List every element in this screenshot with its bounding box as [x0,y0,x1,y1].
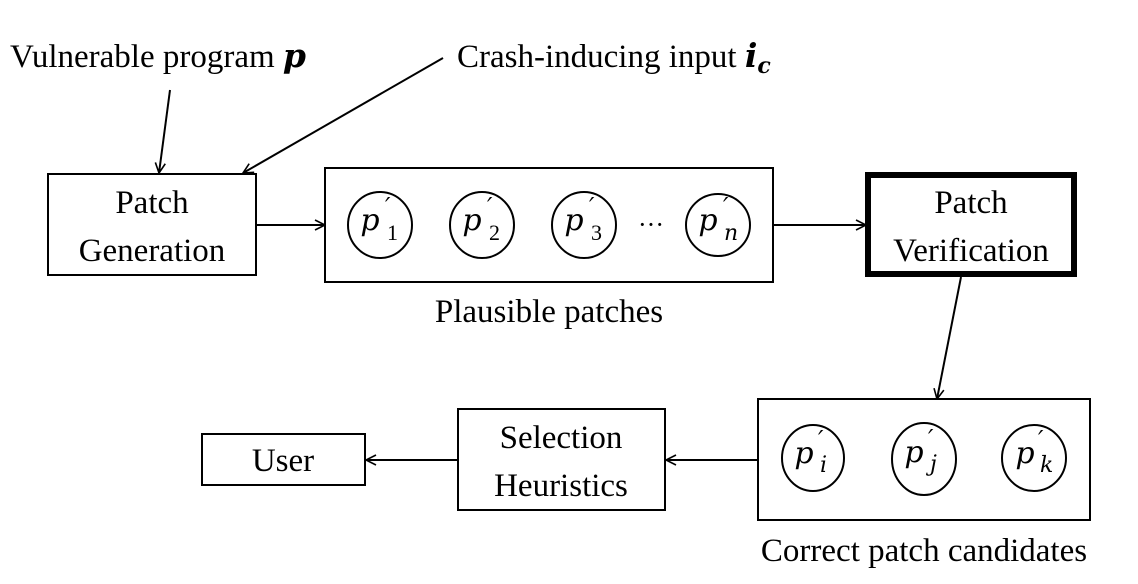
patch-generation-line1: Patch [115,185,189,221]
svg-text:p: p [564,203,583,238]
user-label: User [252,443,314,479]
selection-heuristics-line1: Selection [500,420,623,456]
patch-verification-node: Patch Verification [865,172,1077,277]
svg-text:1: 1 [387,220,398,245]
arrow-program-to-generation [159,89,171,173]
plausible-patch: p ′ 3 [551,191,617,259]
arrow-verification-to-correct [937,276,962,399]
svg-text:i: i [820,453,827,478]
selection-heuristics-node: Selection Heuristics [457,408,666,511]
patch-verification-line2: Verification [893,233,1049,269]
user-node: User [201,433,366,486]
plausible-patches-caption: Plausible patches [435,294,663,330]
correct-patch: p ′ j [891,422,957,496]
patch-generation-line2: Generation [79,233,226,269]
svg-text:p: p [462,203,481,238]
svg-text:p: p [1015,436,1034,471]
plausible-patches-group: p ′ 1 p ′ 2 p ′ 3 ··· p ′ n [324,167,774,283]
plausible-patch: p ′ n [685,193,751,257]
svg-text:′: ′ [1038,426,1044,454]
crash-input-label: Crash-inducing input ic [457,36,771,79]
svg-text:p: p [698,203,717,238]
svg-text:2: 2 [489,220,500,245]
correct-candidates-caption: Correct patch candidates [761,533,1087,569]
correct-patch: p ′ k [1001,424,1067,492]
svg-text:′: ′ [723,193,729,221]
svg-text:p: p [794,436,813,471]
svg-text:′: ′ [385,193,391,221]
svg-text:n: n [724,221,738,246]
svg-text:′: ′ [589,193,595,221]
svg-text:k: k [1040,453,1053,478]
vulnerable-program-label: Vulnerable program p [10,36,306,75]
svg-text:′: ′ [818,426,824,454]
correct-patch: p ′ i [781,424,845,492]
svg-text:′: ′ [928,425,934,453]
svg-text:p: p [904,435,923,470]
ellipsis: ··· [638,210,664,239]
arrow-input-to-generation [243,57,444,173]
svg-text:p: p [360,203,379,238]
selection-heuristics-line2: Heuristics [494,468,628,504]
patch-generation-node: Patch Generation [47,173,257,276]
plausible-patch: p ′ 2 [449,191,515,259]
patch-verification-line1: Patch [934,185,1008,221]
svg-text:′: ′ [487,193,493,221]
plausible-patch: p ′ 1 [347,191,413,259]
svg-text:3: 3 [591,220,602,245]
correct-candidates-group: p ′ i p ′ j p ′ k [757,398,1091,521]
